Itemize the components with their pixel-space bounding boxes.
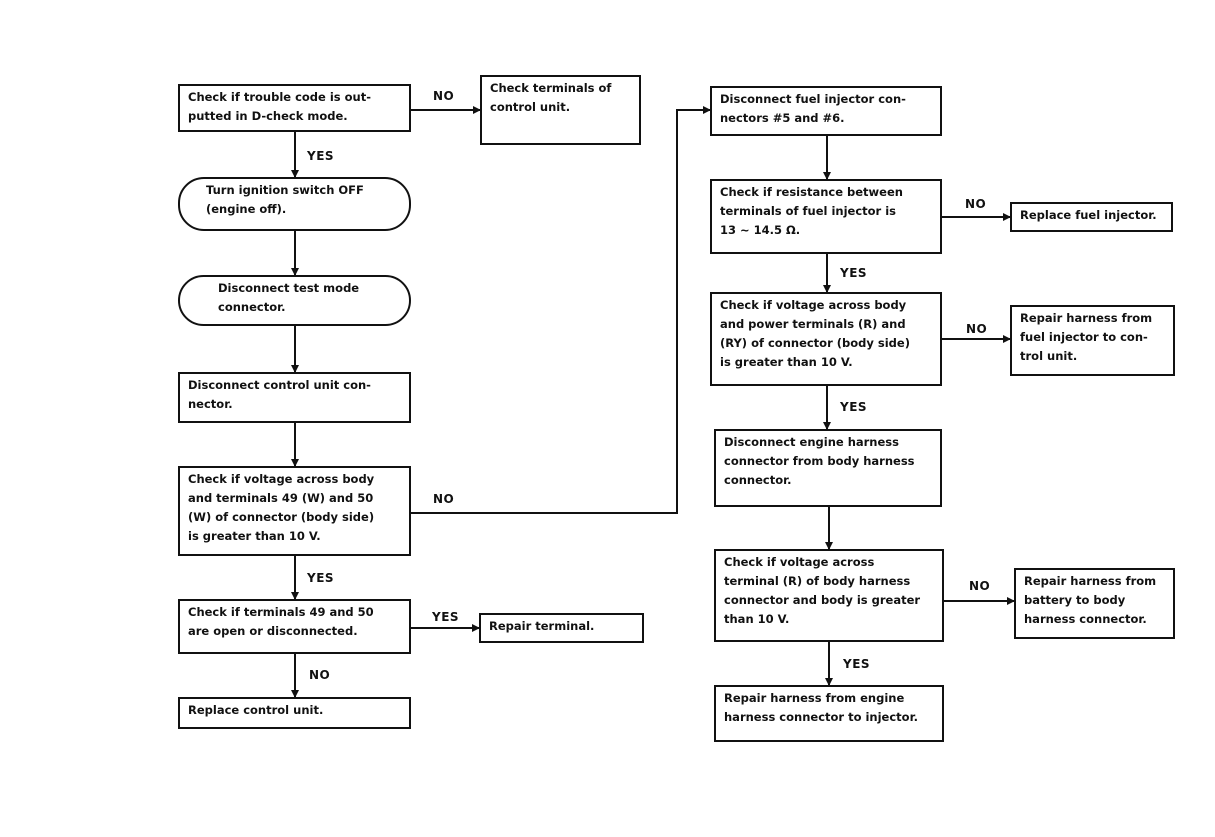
step-repair-terminal: Repair terminal. [479,613,644,643]
step-disconnect-test-mode: Disconnect test mode connector. [178,275,411,326]
branch-label-no: NO [309,668,331,682]
branch-label-no: NO [966,322,988,336]
step-text: Disconnect engine harness connector from… [724,435,915,487]
step-text: Replace fuel injector. [1020,208,1157,222]
step-turn-ignition-off: Turn ignition switch OFF (engine off). [178,177,411,231]
step-replace-control-unit: Replace control unit. [178,697,411,729]
step-check-voltage-body-harness: Check if voltage across terminal (R) of … [714,549,944,642]
step-disconnect-injector-connectors: Disconnect fuel injector con- nectors #5… [710,86,942,136]
branch-label-yes: YES [843,657,871,671]
step-text: Repair harness from battery to body harn… [1024,574,1157,626]
branch-label-yes: YES [840,266,868,280]
step-text: Check if voltage across body and termina… [188,472,375,543]
step-text: Check if voltage across body and power t… [720,298,910,369]
branch-label-no: NO [965,197,987,211]
step-text: Check if trouble code is out- putted in … [188,90,371,123]
branch-label-yes: YES [307,149,335,163]
branch-label-no: NO [969,579,991,593]
branch-label-yes: YES [432,610,460,624]
branch-label-yes: YES [307,571,335,585]
step-text: Disconnect control unit con- nector. [188,378,371,411]
step-replace-fuel-injector: Replace fuel injector. [1010,202,1173,232]
step-text: Check if terminals 49 and 50 are open or… [188,605,374,638]
step-text: Turn ignition switch OFF (engine off). [206,183,364,216]
branch-label-yes: YES [840,400,868,414]
step-text: Disconnect test mode connector. [218,281,360,314]
edge-n6-n10 [411,106,711,514]
step-repair-harness-injector-control: Repair harness from fuel injector to con… [1010,305,1175,376]
step-disconnect-engine-harness: Disconnect engine harness connector from… [714,429,942,507]
step-text: Replace control unit. [188,703,324,717]
step-text: Repair harness from fuel injector to con… [1020,311,1153,363]
step-text: Check if voltage across terminal (R) of … [724,555,921,626]
branch-label-no: NO [433,492,455,506]
step-check-trouble-code: Check if trouble code is out- putted in … [178,84,411,132]
step-text: Repair terminal. [489,619,595,633]
step-check-terminals-control-unit: Check terminals of control unit. [480,75,641,145]
step-check-voltage-power-terminals: Check if voltage across body and power t… [710,292,942,386]
step-check-terminals-open: Check if terminals 49 and 50 are open or… [178,599,411,654]
step-text: Repair harness from engine harness conne… [724,691,918,724]
step-text: Check terminals of control unit. [490,81,612,114]
branch-label-no: NO [433,89,455,103]
step-text: Disconnect fuel injector con- nectors #5… [720,92,906,125]
step-check-injector-resistance: Check if resistance between terminals of… [710,179,942,254]
step-check-voltage-terminals-49-50: Check if voltage across body and termina… [178,466,411,556]
step-repair-harness-battery: Repair harness from battery to body harn… [1014,568,1175,639]
step-repair-harness-engine-injector: Repair harness from engine harness conne… [714,685,944,742]
step-text: Check if resistance between terminals of… [720,185,903,237]
step-disconnect-control-unit: Disconnect control unit con- nector. [178,372,411,423]
